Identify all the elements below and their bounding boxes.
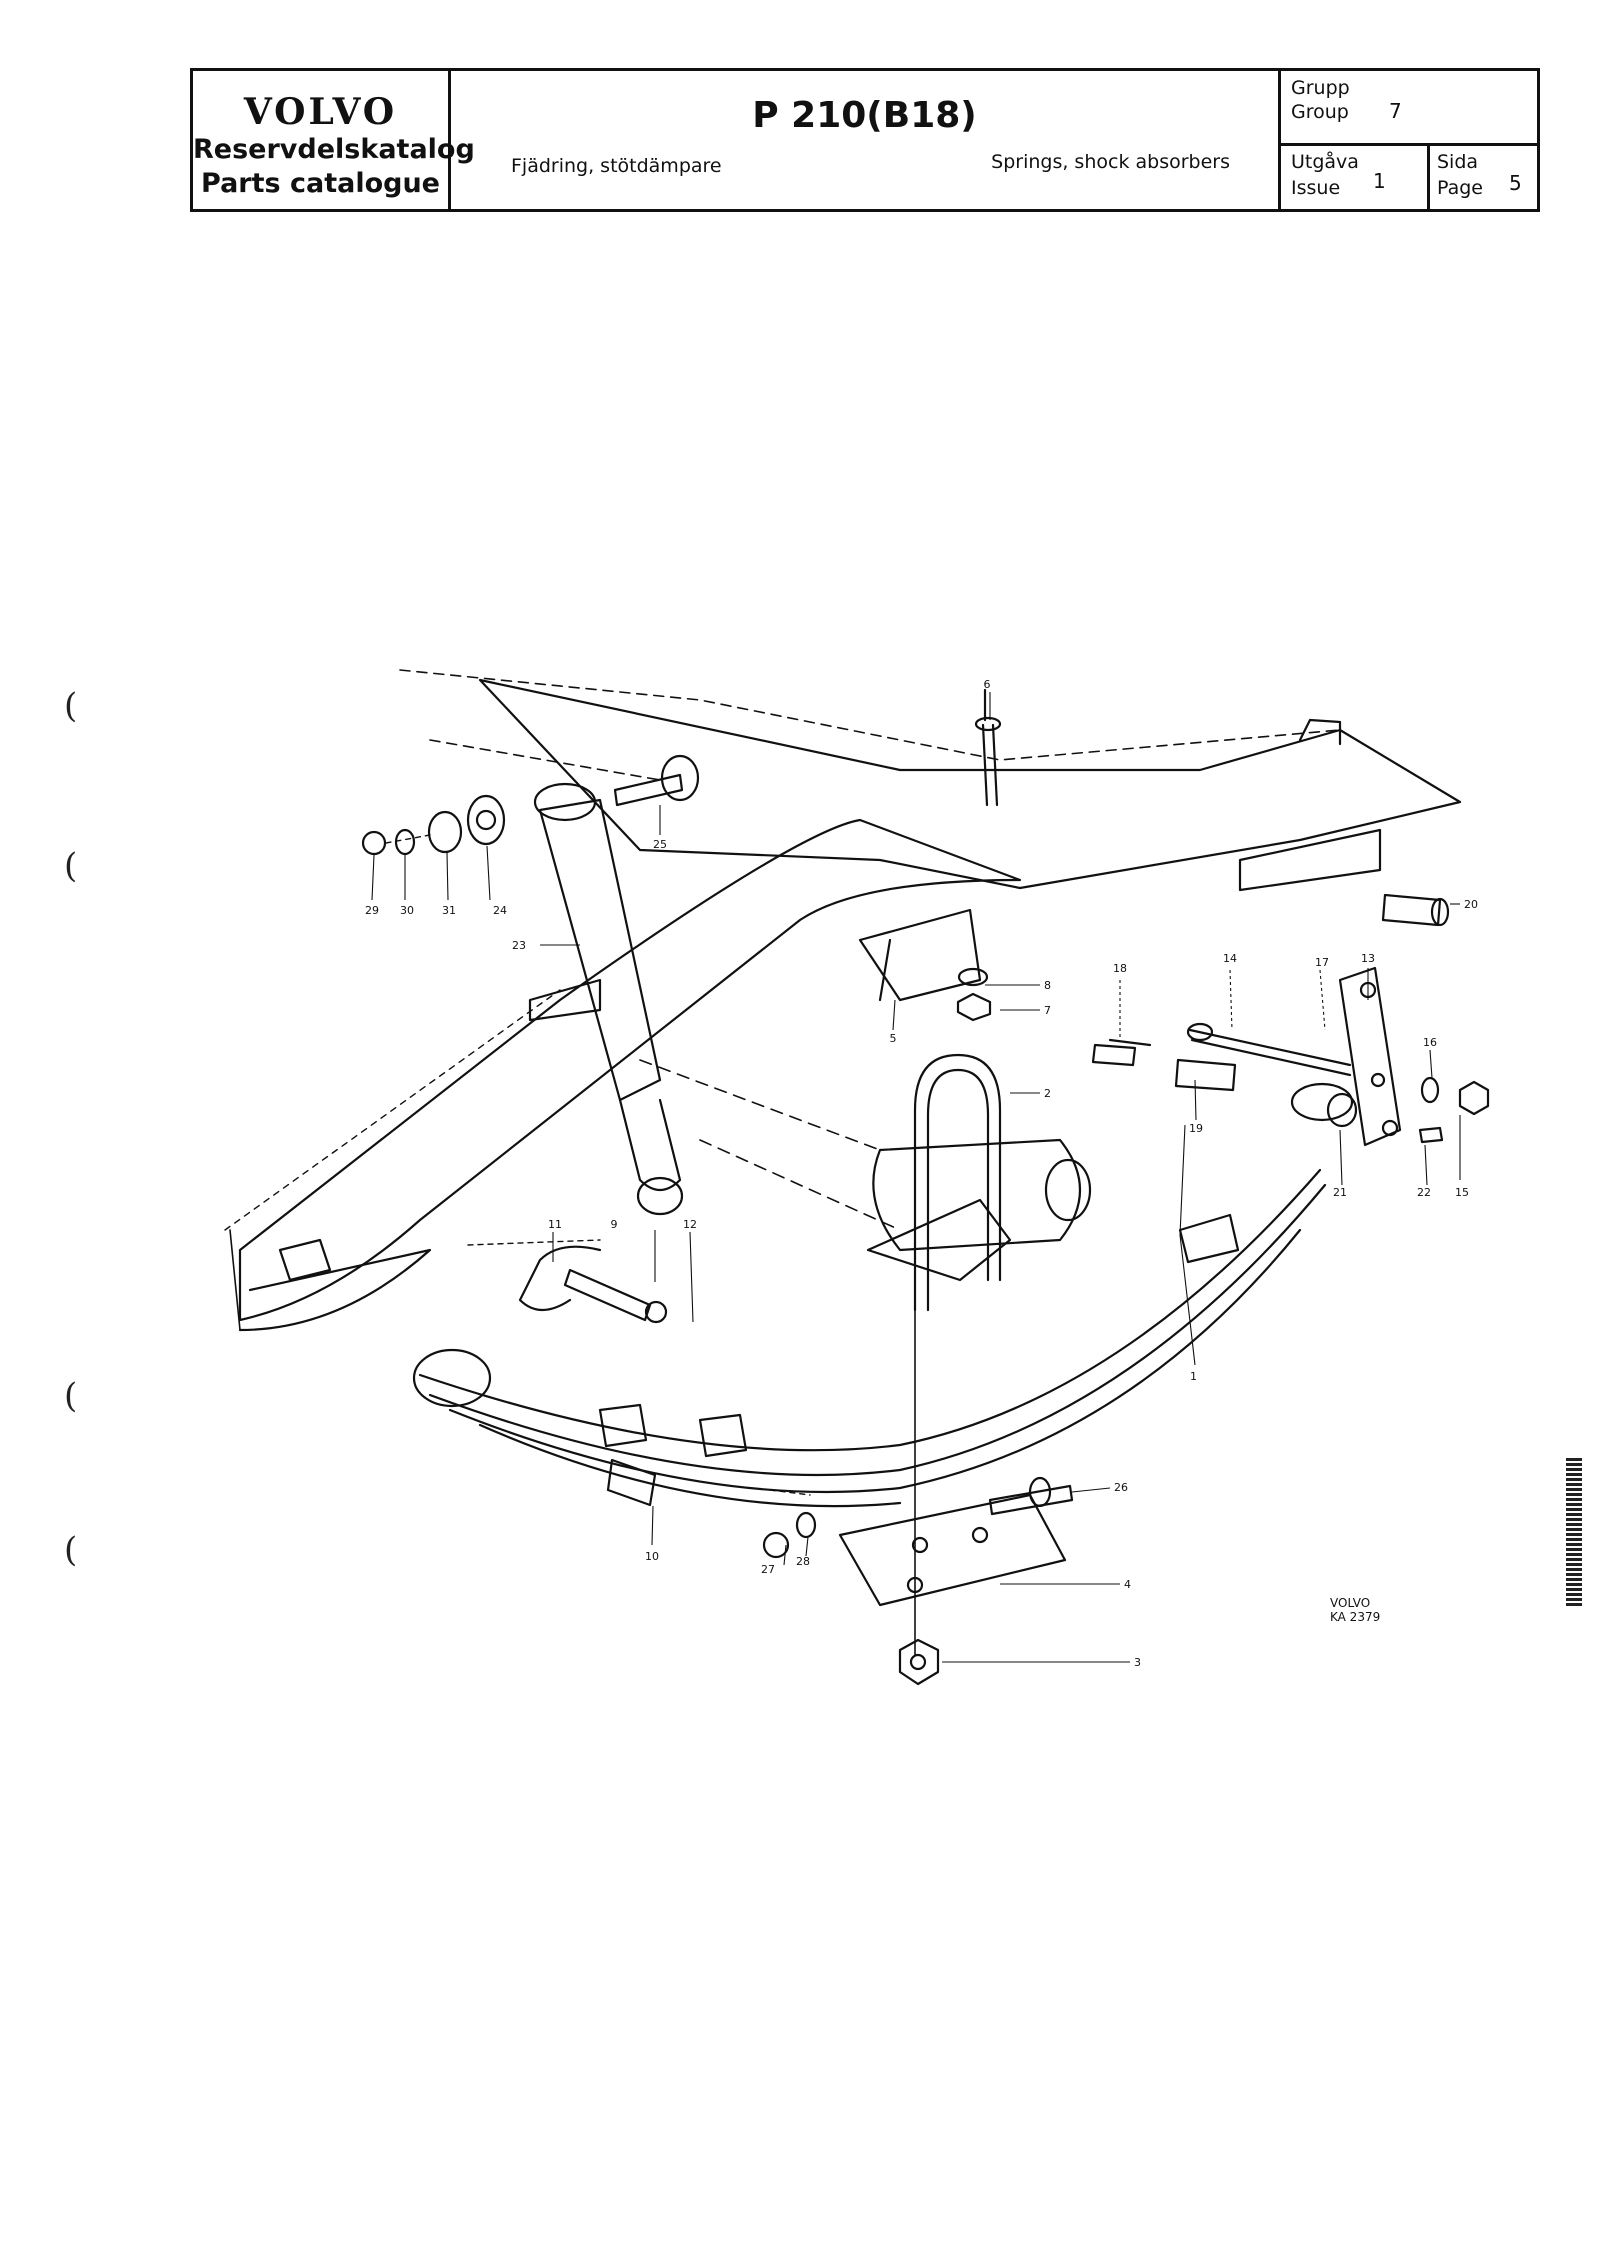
- callout-5: 5: [890, 1032, 897, 1045]
- callout-17: 17: [1315, 956, 1329, 969]
- drawing-number: KA 2379: [1330, 1610, 1381, 1624]
- meta-divider-vertical: [1427, 143, 1430, 209]
- axle-tube: [872, 1138, 1081, 1252]
- front-bushing: [606, 1458, 657, 1507]
- page-label-sv: Sida: [1437, 151, 1479, 173]
- group-label-en: Group: [1291, 101, 1349, 123]
- issue-value: 1: [1373, 169, 1386, 193]
- callout-29: 29: [365, 904, 379, 917]
- bushing: [1174, 1058, 1237, 1092]
- u-bolt: [913, 1053, 1002, 1312]
- cross-member: [478, 678, 1462, 890]
- callout-20: 20: [1464, 898, 1478, 911]
- callout-27: 27: [761, 1563, 775, 1576]
- callout-10: 10: [645, 1550, 659, 1563]
- section-description-sv: Fjädring, stötdämpare: [511, 155, 722, 177]
- callout-7: 7: [1044, 1004, 1051, 1017]
- title-block: P 210(B18) Fjädring, stötdämpare Springs…: [451, 71, 1281, 209]
- catalog-header: VOLVO Reservdelskatalog Parts catalogue …: [190, 68, 1540, 212]
- meta-block: Grupp Group 7 Utgåva Issue 1 Sida Page 5: [1281, 71, 1537, 209]
- callout-6: 6: [984, 678, 991, 691]
- drawing-brand: VOLVO: [1330, 1596, 1371, 1610]
- group-value: 7: [1389, 99, 1402, 123]
- issue-label-en: Issue: [1291, 177, 1341, 199]
- callout-19: 19: [1189, 1122, 1203, 1135]
- callout-16: 16: [1423, 1036, 1437, 1049]
- eye-bolt: [563, 1268, 652, 1322]
- callout-28: 28: [796, 1555, 810, 1568]
- section-description-en: Springs, shock absorbers: [991, 151, 1230, 173]
- callout-22: 22: [1417, 1186, 1431, 1199]
- margin-mark: (: [64, 846, 78, 886]
- margin-mark: (: [64, 1530, 78, 1570]
- bolt: [988, 1484, 1074, 1516]
- callout-2: 2: [1044, 1087, 1051, 1100]
- volvo-logo: VOLVO: [243, 91, 398, 133]
- page-value: 5: [1509, 171, 1522, 195]
- scan-edge-strip: [1566, 1458, 1582, 1606]
- callout-14: 14: [1223, 952, 1237, 965]
- callout-24: 24: [493, 904, 507, 917]
- callout-1: 1: [1190, 1370, 1197, 1383]
- frame-rail-main: [238, 818, 1022, 1322]
- margin-mark: (: [64, 686, 78, 726]
- frame-rail-rear: [399, 669, 1341, 761]
- callout-11: 11: [548, 1218, 562, 1231]
- meta-divider: [1281, 143, 1537, 146]
- issue-label-sv: Utgåva: [1291, 151, 1359, 173]
- callout-4: 4: [1124, 1578, 1131, 1591]
- catalog-title-sv: Reservdelskatalog: [193, 134, 475, 165]
- callout-18: 18: [1113, 962, 1127, 975]
- model-title: P 210(B18): [752, 95, 977, 136]
- callout-23: 23: [512, 939, 526, 952]
- group-label-sv: Grupp: [1291, 77, 1350, 99]
- nut: [898, 1638, 940, 1686]
- callout-8: 8: [1044, 979, 1051, 992]
- catalog-title-en: Parts catalogue: [201, 168, 440, 199]
- shackle-plate: [1338, 966, 1402, 1147]
- frame-rail-rear-edge: [429, 739, 661, 781]
- margin-mark: (: [64, 1376, 78, 1416]
- drawing-reference: VOLVO KA 2379: [1330, 1596, 1380, 1624]
- callout-12: 12: [683, 1218, 697, 1231]
- callout-31: 31: [442, 904, 456, 917]
- callout-13: 13: [1361, 952, 1375, 965]
- spring-plate: [838, 1493, 1067, 1607]
- callout-25: 25: [653, 838, 667, 851]
- page-label-en: Page: [1437, 177, 1483, 199]
- callout-26: 26: [1114, 1481, 1128, 1494]
- callout-15: 15: [1455, 1186, 1469, 1199]
- callout-9: 9: [611, 1218, 618, 1231]
- shock-absorber: [538, 798, 662, 1102]
- shackle-pin: [1188, 1028, 1352, 1067]
- callout-21: 21: [1333, 1186, 1347, 1199]
- frame-rail-outline: [229, 1229, 241, 1331]
- bump-stop: [858, 908, 982, 1002]
- callout-3: 3: [1134, 1656, 1141, 1669]
- callout-30: 30: [400, 904, 414, 917]
- brand-block: VOLVO Reservdelskatalog Parts catalogue: [193, 71, 475, 209]
- leaf-spring: [418, 1168, 1322, 1452]
